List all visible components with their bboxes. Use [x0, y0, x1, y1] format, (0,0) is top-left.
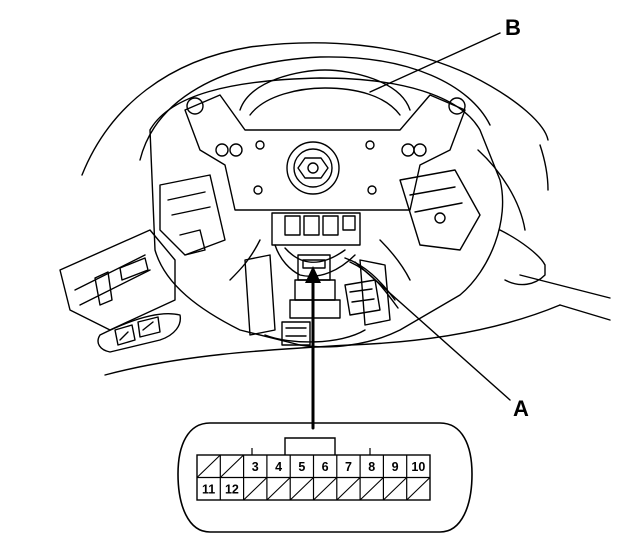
empty-pin-slash — [243, 477, 268, 501]
pin-number-label: 4 — [275, 460, 282, 474]
connector-pins: 3 4 5 6 7 8 9 10 11 12 — [196, 454, 431, 501]
left-spoke — [59, 229, 176, 331]
empty-pin-slash — [266, 477, 291, 501]
empty-pin-slash — [196, 454, 221, 478]
steering-wheel-rim-inner — [139, 56, 491, 161]
pin-number-label: 3 — [252, 460, 259, 474]
upper-connector — [271, 212, 361, 246]
right-spoke — [499, 229, 546, 286]
pin-number-label: 8 — [368, 460, 375, 474]
connector-detail-outline — [177, 422, 473, 533]
connector-latch — [284, 437, 336, 455]
empty-pin-slash — [406, 477, 431, 501]
empty-pin-slash — [336, 477, 361, 501]
side-connector — [344, 279, 381, 316]
empty-pin-slash — [313, 477, 338, 501]
pin-number-label: 11 — [202, 482, 215, 496]
hub-nut — [297, 157, 329, 179]
left-switch-panel — [97, 313, 182, 353]
hub-nut-outer — [286, 141, 340, 195]
leader-line-b — [369, 32, 501, 93]
right-switch-housing — [399, 169, 481, 251]
empty-pin-slash — [219, 454, 244, 478]
pin-number-label: 5 — [298, 460, 305, 474]
pin-number-label: 10 — [411, 460, 425, 474]
empty-pin-slash — [383, 477, 408, 501]
pin-number-label: 9 — [392, 460, 399, 474]
empty-pin-slash — [289, 477, 314, 501]
wiring-harness — [274, 244, 356, 277]
pin-number-label: 7 — [345, 460, 352, 474]
left-switch-housing — [159, 174, 226, 256]
steering-wheel-rim — [81, 42, 549, 176]
pin-number-label: 6 — [322, 460, 329, 474]
detail-arrow-head — [305, 266, 321, 283]
pin-number-label: 12 — [225, 482, 239, 496]
empty-pin-slash — [359, 477, 384, 501]
hub-bracket — [184, 94, 466, 211]
callout-a-label: A — [513, 396, 529, 421]
airbag-cavity — [149, 77, 504, 348]
upper-cover — [239, 69, 411, 111]
leader-line-a — [354, 261, 511, 401]
callout-b-label: B — [505, 15, 521, 40]
